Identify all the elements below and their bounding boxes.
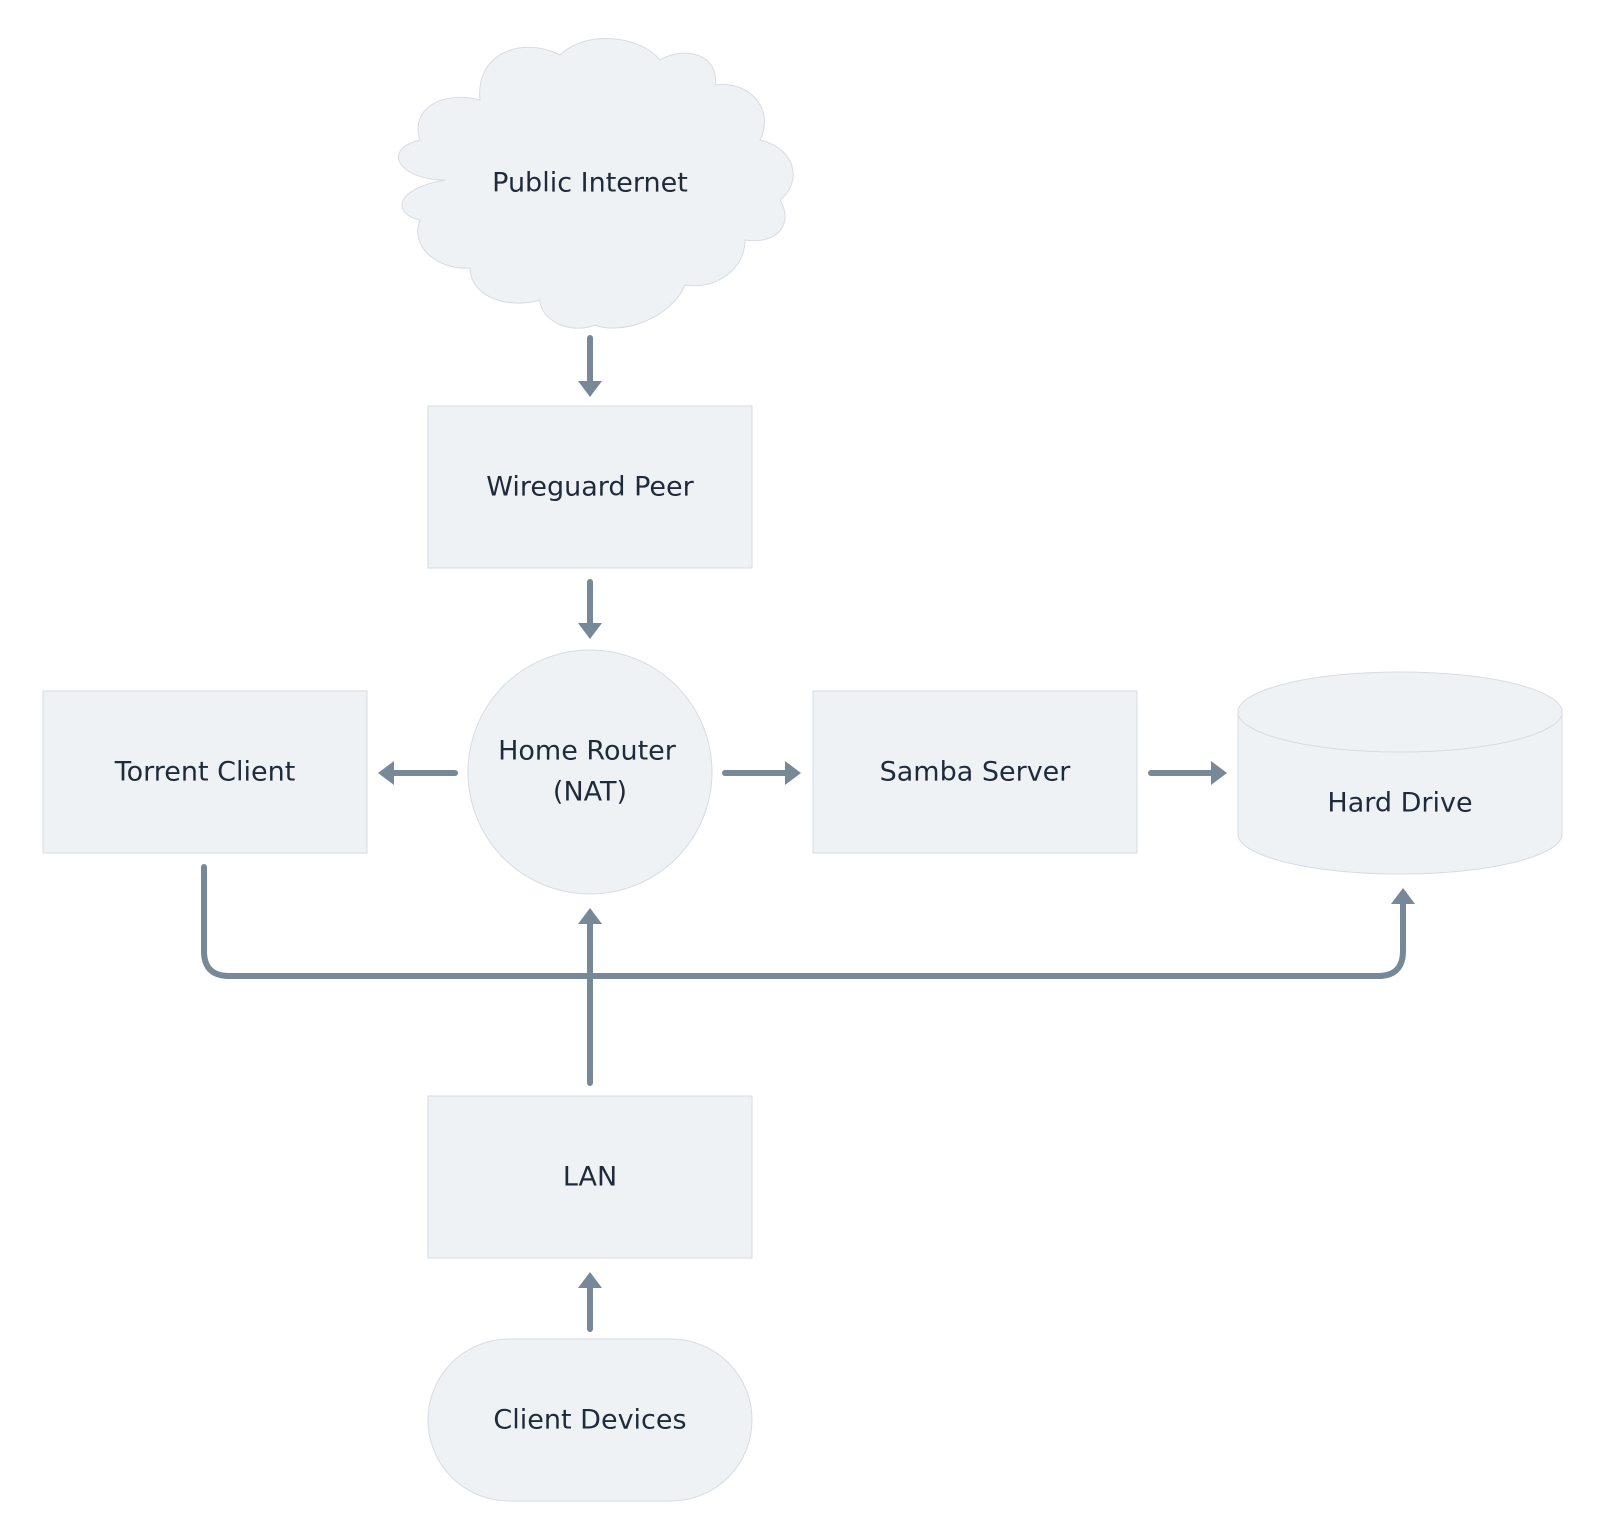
node-home-router[interactable]: Home Router (NAT) [467, 649, 713, 895]
home-router-label-line1: Home Router [498, 736, 677, 767]
node-samba-server[interactable]: Samba Server [812, 690, 1138, 854]
cloud-shape [398, 38, 794, 329]
home-router-label-line2: (NAT) [553, 777, 627, 808]
wireguard-peer-box [427, 405, 753, 569]
node-lan[interactable]: LAN [427, 1095, 753, 1259]
edge-torrent-to-harddrive [201, 864, 1415, 979]
samba-server-label: Samba Server [880, 757, 1072, 788]
torrent-client-box [42, 690, 368, 854]
node-public-internet[interactable]: Public Internet [398, 38, 794, 329]
hard-drive-top [1237, 671, 1563, 753]
edge-router-to-torrent [378, 761, 458, 785]
wireguard-peer-label: Wireguard Peer [486, 472, 694, 503]
home-router-circle [467, 649, 713, 895]
edge-samba-to-harddrive [1148, 761, 1227, 785]
node-wireguard-peer[interactable]: Wireguard Peer [427, 405, 753, 569]
edges [201, 335, 1415, 1332]
lan-label: LAN [563, 1162, 617, 1193]
torrent-client-label: Torrent Client [114, 757, 296, 788]
client-devices-box [427, 1338, 753, 1502]
edge-wireguard-to-router [578, 579, 602, 639]
node-torrent-client[interactable]: Torrent Client [42, 690, 368, 854]
node-client-devices[interactable]: Client Devices [427, 1338, 753, 1502]
client-devices-label: Client Devices [493, 1405, 686, 1436]
lan-box [427, 1095, 753, 1259]
hard-drive-body [1237, 711, 1563, 875]
hard-drive-label: Hard Drive [1327, 788, 1472, 819]
edge-lan-to-router [578, 908, 602, 1086]
public-internet-label: Public Internet [492, 168, 688, 199]
edge-internet-to-wireguard [578, 335, 602, 397]
samba-server-box [812, 690, 1138, 854]
node-hard-drive[interactable]: Hard Drive [1237, 671, 1563, 875]
edge-clients-to-lan [578, 1272, 602, 1332]
edge-router-to-samba [722, 761, 801, 785]
